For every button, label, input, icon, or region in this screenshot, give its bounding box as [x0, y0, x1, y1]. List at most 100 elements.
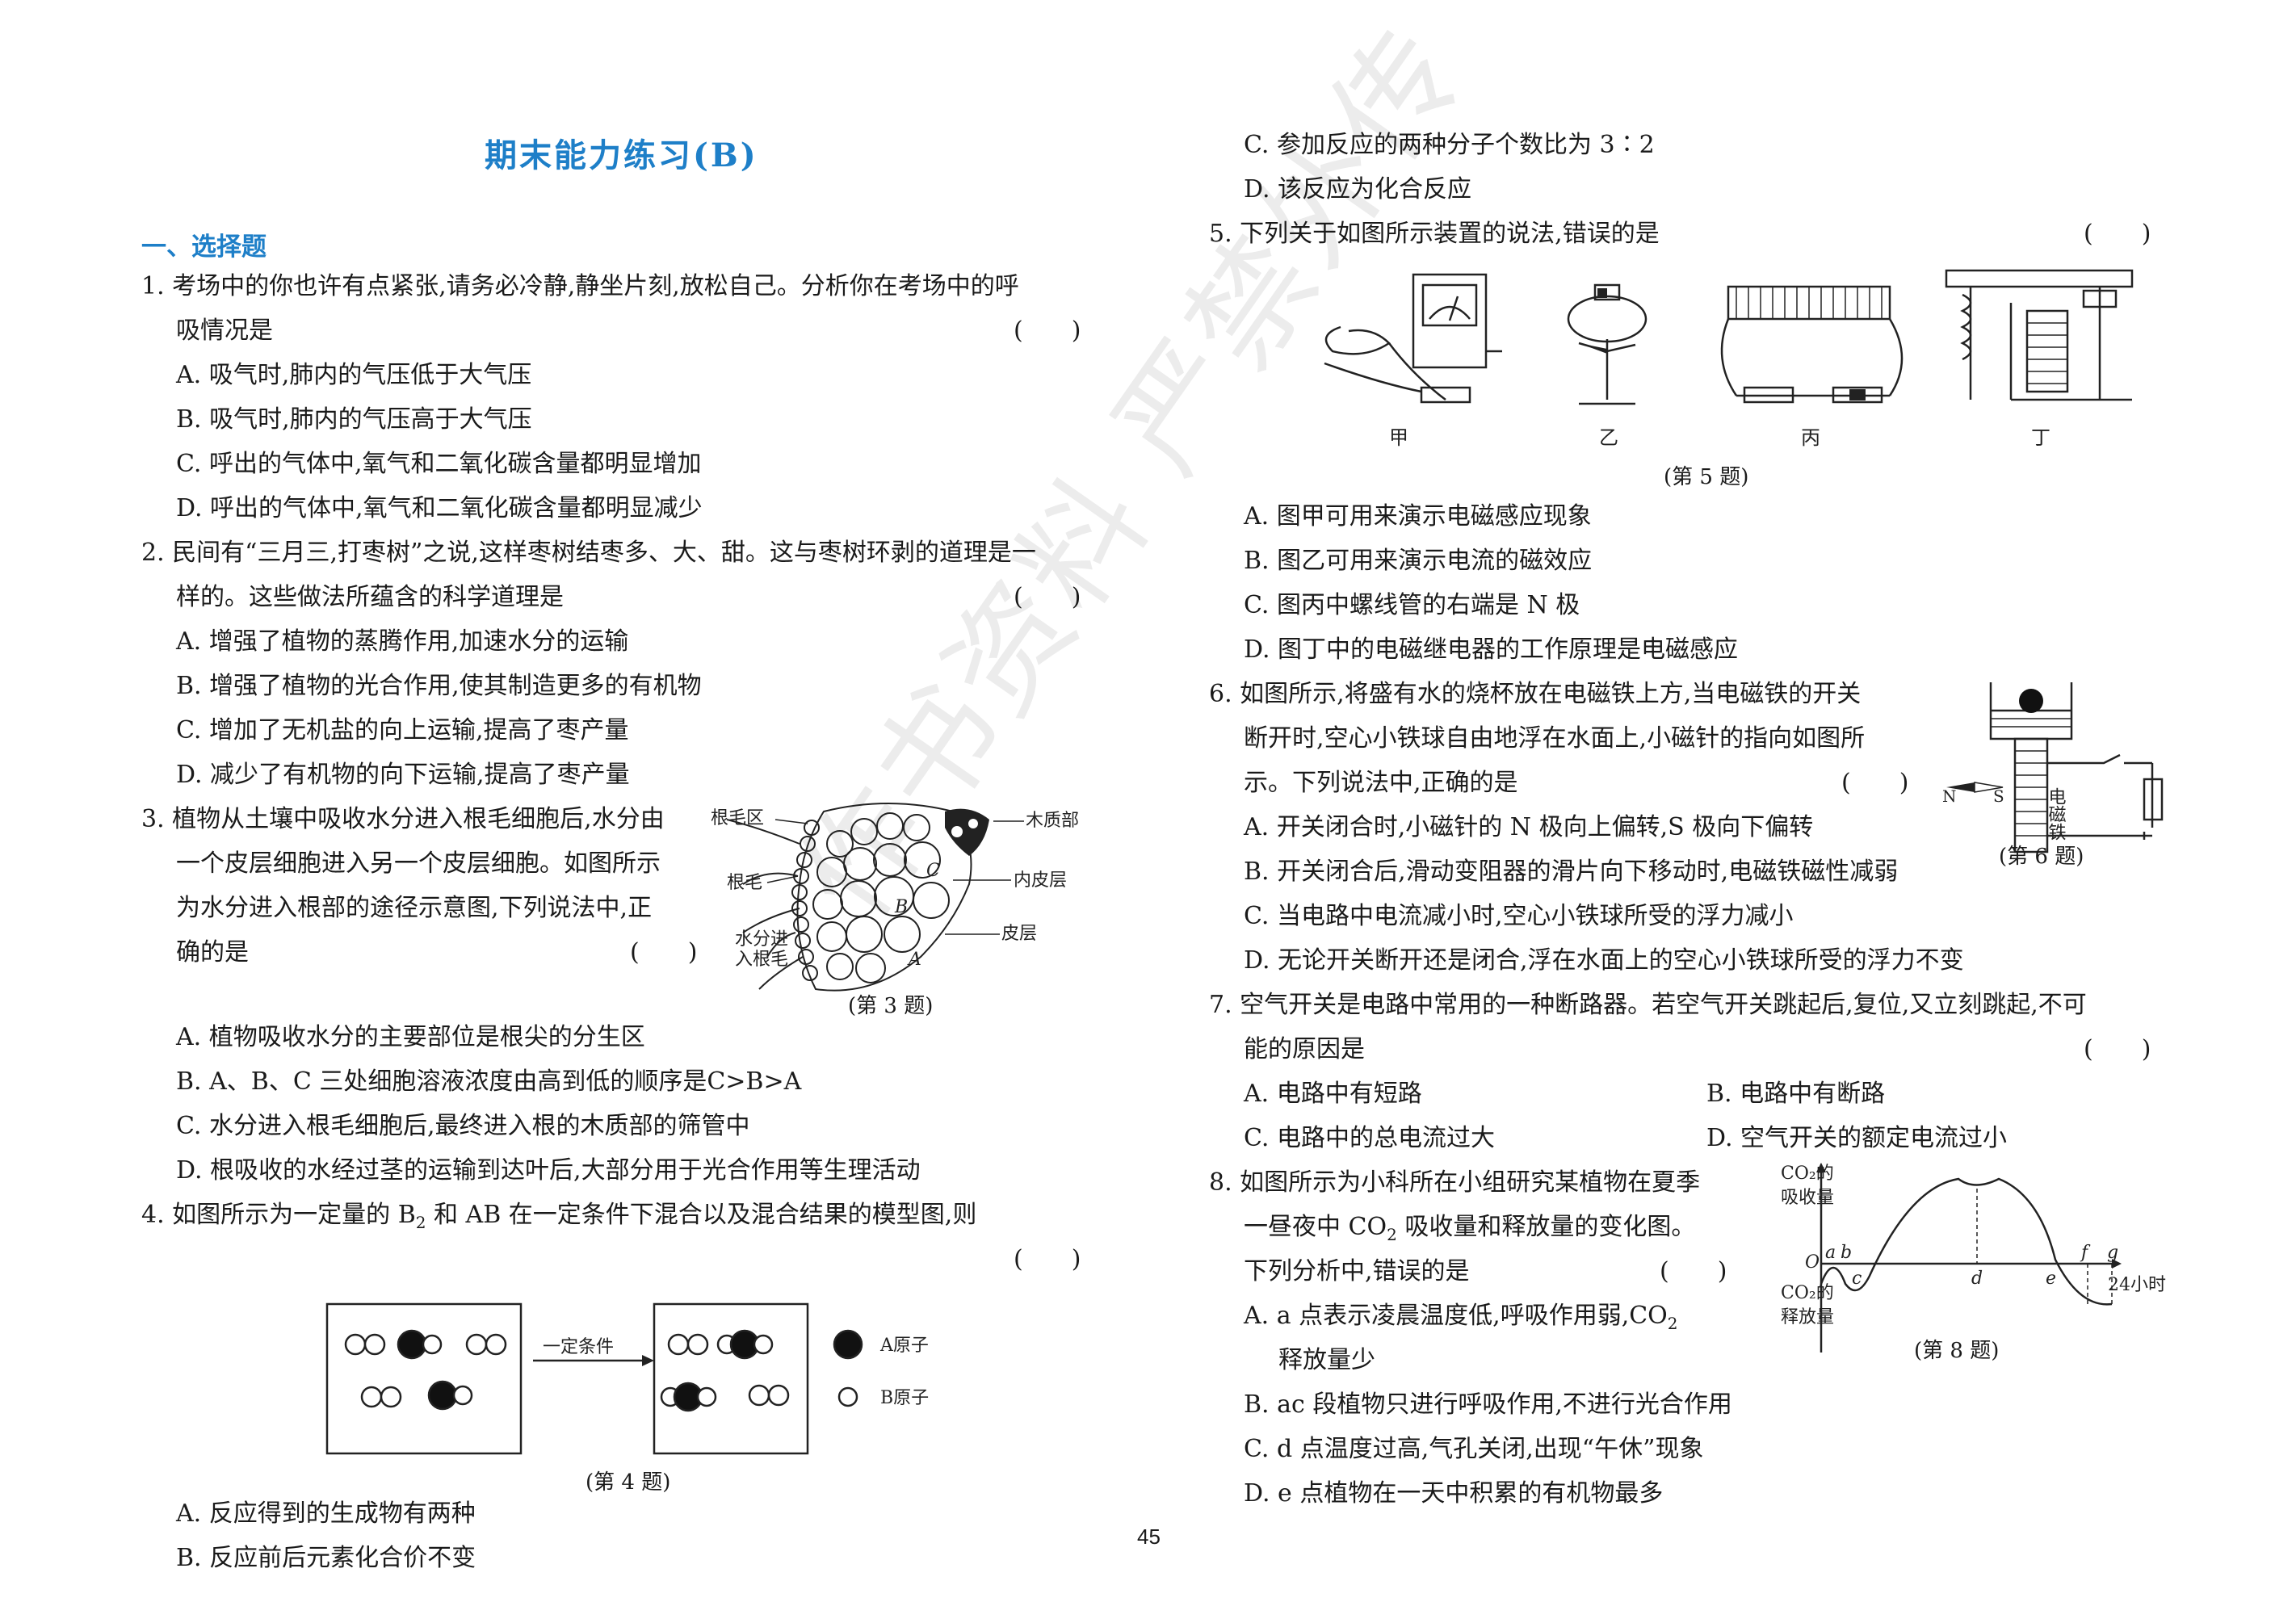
q4-answer-blank[interactable]: ( )	[1014, 1245, 1081, 1273]
q8-option-d[interactable]: D. e 点植物在一天中积累的有机物最多	[1244, 1479, 1664, 1508]
q8-option-b[interactable]: B. ac 段植物只进行呼吸作用,不进行光合作用	[1244, 1390, 1732, 1419]
q5-option-b[interactable]: B. 图乙可用来演示电流的磁效应	[1244, 547, 1593, 575]
q4-stem-head: 4. 如图所示为一定量的 B	[141, 1201, 416, 1229]
q3-stem-line4: 确的是	[176, 938, 249, 967]
q4-model-figure: 一定条件 A原子 B原子	[325, 1302, 929, 1455]
q8-point-d: d	[1971, 1269, 1983, 1289]
q3-stem-line3: 为水分进入根部的途径示意图,下列说法中,正	[176, 894, 653, 922]
q8-option-a-line1[interactable]: A. a 点表示凌晨温度低,呼吸作用弱,CO2	[1244, 1300, 1678, 1340]
q1-option-d[interactable]: D. 呼出的气体中,氧气和二氧化碳含量都明显减少	[176, 494, 703, 522]
q3-label-a: A	[907, 950, 921, 970]
q7-option-a[interactable]: A. 电路中有短路	[1244, 1080, 1422, 1108]
q3-option-b[interactable]: B. A、B、C 三处细胞溶液浓度由高到低的顺序是C>B>A	[176, 1067, 802, 1096]
q7-answer-blank[interactable]: ( )	[2084, 1035, 2151, 1063]
q8-caption: (第 8 题)	[1914, 1339, 2000, 1363]
q3-label-water-in-2: 入根毛	[735, 950, 788, 970]
q4-option-d[interactable]: D. 该反应为化合反应	[1244, 175, 1472, 203]
q4-option-c[interactable]: C. 参加反应的两种分子个数比为 3∶2	[1244, 131, 1655, 159]
q6-option-a[interactable]: A. 开关闭合时,小磁针的 N 极向上偏转,S 极向下偏转	[1244, 813, 1814, 841]
q5-label-yi: 乙	[1599, 426, 1618, 449]
q2-option-b[interactable]: B. 增强了植物的光合作用,使其制造更多的有机物	[176, 672, 702, 700]
q3-root-figure: A B C 根毛区 根毛 水分进 入根毛 木质部 内皮层 皮层	[711, 803, 1079, 992]
q5-stem: 5. 下列关于如图所示装置的说法,错误的是	[1209, 220, 1660, 248]
q8-axis-x: 24小时	[2108, 1275, 2166, 1295]
q6-stem-line2: 断开时,空心小铁球自由地浮在水面上,小磁针的指向如图所	[1244, 724, 1866, 753]
q1-option-c[interactable]: C. 呼出的气体中,氧气和二氧化碳含量都明显增加	[176, 450, 702, 478]
q6-option-b[interactable]: B. 开关闭合后,滑动变阻器的滑片向下移动时,电磁铁磁性减弱	[1244, 858, 1899, 886]
q3-label-root-hair-zone: 根毛区	[711, 808, 764, 828]
q2-stem-line1: 2. 民间有“三月三,打枣树”之说,这样枣树结枣多、大、甜。这与枣树环剥的道理是…	[141, 539, 1036, 567]
q4-stem-tail: 和 AB 在一定条件下混合以及混合结果的模型图,则	[426, 1201, 977, 1229]
q4-stem-sub: 2	[415, 1213, 426, 1232]
q8-axis-top-2: 吸收量	[1781, 1188, 1834, 1208]
q6-stem-line1: 6. 如图所示,将盛有水的烧杯放在电磁铁上方,当电磁铁的开关	[1209, 680, 1862, 708]
q2-option-c[interactable]: C. 增加了无机盐的向上运输,提高了枣产量	[176, 716, 629, 744]
q3-label-cortex: 皮层	[1001, 924, 1037, 944]
q8-axis-bot-2: 释放量	[1781, 1307, 1834, 1327]
q7-stem-line1: 7. 空气开关是电路中常用的一种断路器。若空气开关跳起后,复位,又立刻跳起,不可	[1209, 991, 2087, 1019]
q8-point-e: e	[2046, 1269, 2056, 1289]
q3-label-endodermis: 内皮层	[1014, 870, 1067, 891]
q7-option-b[interactable]: B. 电路中有断路	[1706, 1080, 1886, 1108]
q6-stem-line3: 示。下列说法中,正确的是	[1244, 769, 1518, 797]
q4-stem-line1: 4. 如图所示为一定量的 B2 和 AB 在一定条件下混合以及混合结果的模型图,…	[141, 1199, 976, 1239]
q4-caption: (第 4 题)	[586, 1470, 671, 1495]
q8-axis-top-1: CO₂的	[1781, 1164, 1834, 1184]
q8-option-a-line2: 释放量少	[1278, 1346, 1375, 1374]
q8-option-a-text: A. a 点表示凌晨温度低,呼吸作用弱,CO	[1244, 1302, 1668, 1330]
q5-option-d[interactable]: D. 图丁中的电磁继电器的工作原理是电磁感应	[1244, 635, 1739, 664]
q7-stem-line2: 能的原因是	[1244, 1035, 1365, 1063]
q6-electromagnet-figure: N S 电磁铁	[1942, 682, 2164, 853]
q3-option-d[interactable]: D. 根吸收的水经过茎的运输到达叶后,大部分用于光合作用等生理活动	[176, 1156, 921, 1185]
q6-option-c[interactable]: C. 当电路中电流减小时,空心小铁球所受的浮力减小	[1244, 902, 1794, 930]
q1-option-a[interactable]: A. 吸气时,肺内的气压低于大气压	[176, 361, 532, 389]
q5-label-jia: 甲	[1389, 426, 1408, 449]
q8-stem-2b: 吸收量和释放量的变化图。	[1396, 1213, 1696, 1241]
q4-legend-a: A原子	[879, 1336, 929, 1356]
q8-option-c[interactable]: C. d 点温度过高,气孔关闭,出现“午休”现象	[1244, 1435, 1704, 1463]
q7-option-c[interactable]: C. 电路中的总电流过大	[1244, 1124, 1495, 1152]
q5-label-bing: 丙	[1801, 426, 1820, 449]
q2-option-a[interactable]: A. 增强了植物的蒸腾作用,加速水分的运输	[176, 627, 629, 656]
svg-text:S: S	[1993, 786, 2004, 806]
q8-stem-line2: 一昼夜中 CO2 吸收量和释放量的变化图。	[1244, 1211, 1695, 1251]
q3-stem-line1: 3. 植物从土壤中吸收水分进入根毛细胞后,水分由	[141, 805, 665, 833]
q2-answer-blank[interactable]: ( )	[1014, 583, 1081, 611]
q8-point-f: f	[2080, 1243, 2091, 1263]
q1-answer-blank[interactable]: ( )	[1014, 317, 1081, 345]
q3-answer-blank[interactable]: ( )	[630, 938, 698, 967]
q8-co2-graph: CO₂的 吸收量 CO₂的 释放量 24小时 O a b c d e f g	[1781, 1163, 2166, 1352]
q8-point-b: b	[1841, 1243, 1852, 1263]
q5-option-a[interactable]: A. 图甲可用来演示电磁感应现象	[1244, 502, 1592, 531]
q6-answer-blank[interactable]: ( )	[1841, 769, 1909, 797]
q5-answer-blank[interactable]: ( )	[2084, 220, 2151, 248]
q1-option-b[interactable]: B. 吸气时,肺内的气压高于大气压	[176, 405, 532, 434]
q3-label-b: B	[894, 897, 908, 917]
q4-arrow-label: 一定条件	[543, 1337, 614, 1357]
q8-answer-blank[interactable]: ( )	[1660, 1257, 1727, 1285]
q8-stem-line3: 下列分析中,错误的是	[1244, 1257, 1470, 1285]
q3-stem-line2: 一个皮层细胞进入另一个皮层细胞。如图所示	[176, 849, 661, 878]
q1-stem-line1: 1. 考场中的你也许有点紧张,请务必冷静,静坐片刻,放松自己。分析你在考场中的呼	[141, 272, 1019, 300]
q4-option-a[interactable]: A. 反应得到的生成物有两种	[176, 1499, 476, 1528]
q5-devices-figure: 甲 乙 丙 丁	[1324, 269, 2134, 449]
q3-caption: (第 3 题)	[848, 994, 934, 1018]
q2-option-d[interactable]: D. 减少了有机物的向下运输,提高了枣产量	[176, 761, 630, 789]
q7-option-d[interactable]: D. 空气开关的额定电流过小	[1706, 1124, 2008, 1152]
q3-label-c: C	[926, 861, 940, 881]
q4-option-b[interactable]: B. 反应前后元素化合价不变	[176, 1544, 476, 1572]
q3-label-xylem: 木质部	[1026, 811, 1079, 831]
q5-option-c[interactable]: C. 图丙中螺线管的右端是 N 极	[1244, 591, 1580, 619]
q1-stem-line2: 吸情况是	[176, 317, 273, 345]
q2-stem-line2: 样的。这些做法所蕴含的科学道理是	[176, 583, 564, 611]
q8-point-c: c	[1852, 1269, 1862, 1289]
q3-option-a[interactable]: A. 植物吸收水分的主要部位是根尖的分生区	[176, 1023, 645, 1051]
q8-axis-bot-1: CO₂的	[1781, 1283, 1834, 1303]
q8-stem-2a: 一昼夜中 CO	[1244, 1213, 1387, 1241]
q3-label-water-in-1: 水分进	[735, 929, 788, 950]
q6-caption: (第 6 题)	[1999, 845, 2084, 869]
q6-option-d[interactable]: D. 无论开关断开还是闭合,浮在水面上的空心小铁球所受的浮力不变	[1244, 946, 1964, 975]
q3-option-c[interactable]: C. 水分进入根毛细胞后,最终进入根的木质部的筛管中	[176, 1112, 750, 1140]
q4-legend-b: B原子	[880, 1388, 929, 1408]
svg-text:N: N	[1942, 786, 1957, 806]
